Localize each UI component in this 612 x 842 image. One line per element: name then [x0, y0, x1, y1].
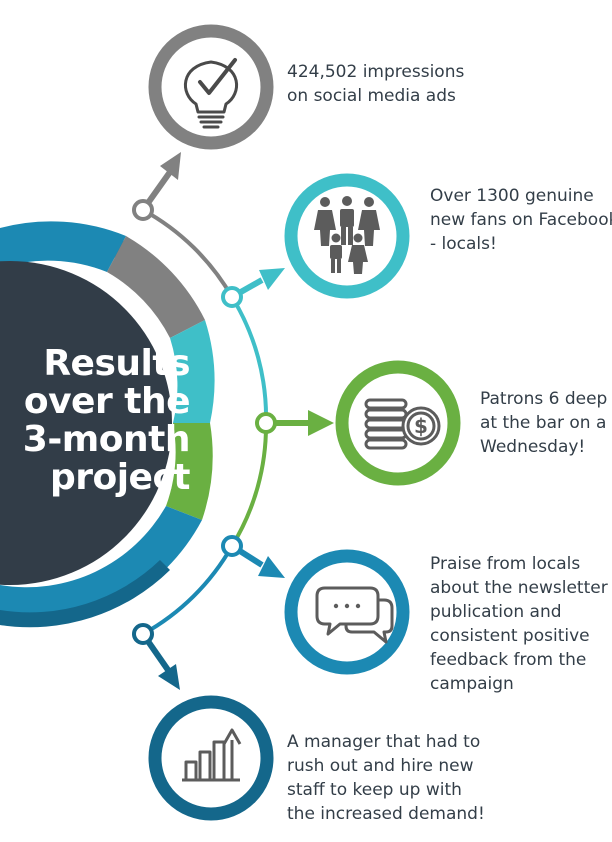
arrow-4-head [258, 556, 285, 578]
ring-segment-blue-bottom [0, 506, 202, 627]
connector-arcs [142, 208, 269, 636]
title-line-1: Results [43, 343, 190, 384]
arrow-5-head [158, 664, 180, 690]
item-ring-3 [335, 360, 461, 486]
page-title: Results over the 3-month project [0, 343, 191, 498]
item-2-text: Over 1300 genuine new fans on Facebook -… [430, 184, 612, 256]
svg-text:$: $ [414, 414, 428, 438]
item-2-line-2: new fans on Facebook [430, 210, 612, 230]
lightbulb-check-icon [183, 58, 239, 129]
connector-dot-4 [221, 535, 243, 557]
connector-arc-gray [142, 208, 234, 298]
item-5-line-3: staff to keep up with [287, 780, 462, 800]
connector-dot-2 [221, 286, 243, 308]
connector-dots [132, 199, 277, 645]
connector-arc-blue [142, 545, 234, 636]
item-4-line-6: campaign [430, 674, 514, 694]
ring-segment-gray [107, 236, 205, 338]
item-ring-1 [148, 24, 274, 150]
item-4-line-3: publication and [430, 602, 562, 622]
center-dark-circle [0, 261, 172, 585]
title-line-4: project [49, 457, 191, 498]
item-3-line-2: at the bar on a [480, 413, 607, 433]
item-5-text: A manager that had to rush out and hire … [287, 730, 485, 826]
item-rings [148, 24, 461, 821]
ring-segment-navy-bottom [0, 560, 170, 628]
ring-segment-teal [170, 320, 215, 423]
connector-dot-5 [132, 623, 154, 645]
item-1-line-1: 424,502 impressions [287, 62, 465, 82]
ring-segment-blue-top [0, 221, 126, 272]
item-ring-2 [284, 173, 410, 299]
connector-dot-1 [132, 199, 154, 221]
item-5-line-2: rush out and hire new [287, 756, 474, 776]
item-4-line-4: consistent positive [430, 626, 590, 646]
item-1-line-2: on social media ads [287, 86, 456, 106]
item-2-line-3: - locals! [430, 234, 497, 254]
item-5-line-1: A manager that had to [287, 732, 481, 752]
item-4-line-2: about the newsletter [430, 578, 608, 598]
title-line-3: 3-month [22, 419, 191, 460]
item-5-line-4: the increased demand! [287, 804, 485, 824]
item-4-line-5: feedback from the [430, 650, 587, 670]
growth-chart-icon [182, 728, 242, 782]
title-line-2: over the [23, 381, 191, 422]
ring-segment-green [166, 423, 213, 520]
connector-dot-3 [255, 412, 277, 434]
arrow-3-head [308, 410, 334, 436]
connector-arc-green [230, 422, 269, 548]
left-ring [0, 221, 215, 628]
arrow-2-head [259, 268, 285, 290]
arrow-1-head [160, 152, 181, 180]
item-4-line-1: Praise from locals [430, 554, 581, 574]
item-3-line-3: Wednesday! [480, 437, 586, 457]
item-4-text: Praise from locals about the newsletter … [430, 552, 608, 696]
item-3-text: Patrons 6 deep at the bar on a Wednesday… [480, 387, 607, 459]
item-1-text: 424,502 impressions on social media ads [287, 60, 464, 108]
speech-bubbles-icon [315, 586, 394, 644]
item-2-line-1: Over 1300 genuine [430, 186, 594, 206]
connector-arc-teal [230, 295, 269, 424]
item-3-line-1: Patrons 6 deep [480, 389, 608, 409]
people-group-icon [314, 196, 380, 274]
coins-dollar-icon: $ [364, 398, 441, 450]
